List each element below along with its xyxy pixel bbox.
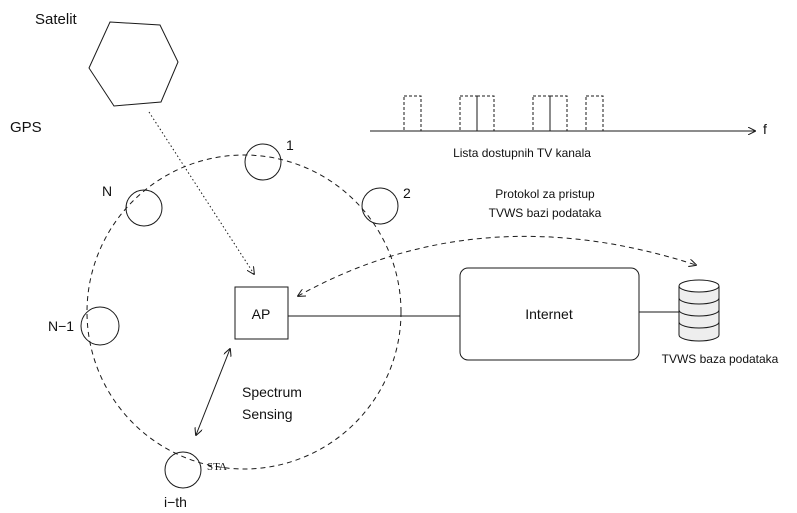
access-point-box: [234, 286, 289, 340]
protocol-arrow: [298, 235, 696, 296]
gps-signal-line: [148, 111, 254, 274]
tv-channel: [403, 95, 422, 132]
gps-label: GPS: [10, 119, 42, 136]
satellite-label: Satelit: [35, 11, 78, 28]
node-n-minus-1: [80, 306, 120, 346]
tv-channel: [549, 95, 568, 132]
tv-channel: [459, 95, 478, 132]
protocol-label-line1: Protokol za pristup: [495, 187, 595, 201]
node-1-label: 1: [286, 137, 294, 153]
internet-label: Internet: [525, 306, 573, 322]
node-1: [244, 143, 282, 181]
node-n-label: N: [102, 183, 112, 199]
frequency-axis-label: f: [763, 121, 767, 137]
tv-channel: [585, 95, 604, 132]
database-label: TVWS baza podataka: [662, 352, 779, 366]
access-point-label: AP: [252, 306, 271, 322]
channel-list-label: Lista dostupnih TV kanala: [453, 146, 591, 160]
spectrum-sensing-label-line1: Spectrum: [242, 384, 302, 400]
satellite-hexagon: [88, 21, 179, 107]
protocol-label-line2: TVWS bazi podataka: [489, 206, 602, 220]
tv-channel-boxes: [403, 95, 604, 132]
tv-channel: [476, 95, 495, 132]
node-2-label: 2: [403, 185, 411, 201]
database-icon: [678, 279, 720, 342]
sta-label: STA: [207, 461, 227, 473]
tv-channel: [532, 95, 551, 132]
node-n-minus-1-label: N−1: [48, 318, 74, 334]
spectrum-sensing-arrow: [196, 349, 230, 435]
node-ith-label: i−th: [164, 494, 187, 510]
coverage-circle: [86, 154, 402, 470]
node-n: [125, 189, 163, 227]
node-2: [361, 187, 399, 225]
spectrum-sensing-label-line2: Sensing: [242, 406, 293, 422]
node-ith: [164, 451, 202, 489]
